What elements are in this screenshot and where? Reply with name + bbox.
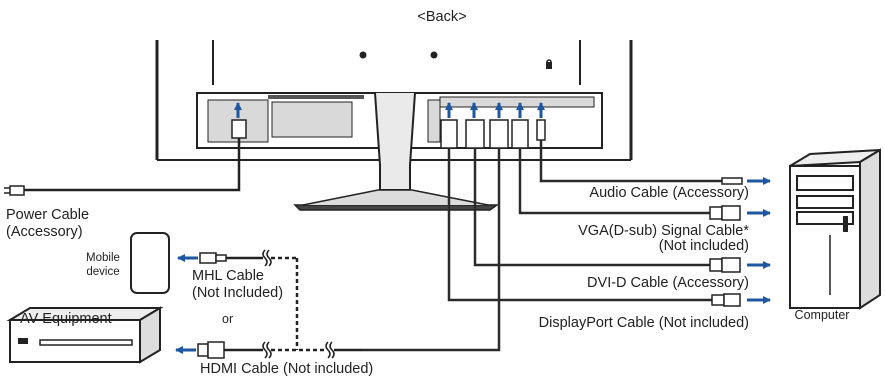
monitor-back [155, 40, 633, 211]
mhl-cable-label: MHL Cable [192, 268, 264, 284]
mhl-cable [177, 249, 299, 350]
av-equipment-icon [6, 306, 164, 364]
audio-cable-label: Audio Cable (Accessory) [589, 185, 749, 201]
computer-arrows [747, 177, 771, 304]
back-title: <Back> [417, 9, 466, 25]
mobile-device-label: Mobile [86, 252, 120, 264]
screw-hole [430, 51, 438, 59]
or-label: or [222, 312, 233, 326]
dvi-cable-label: DVI-D Cable (Accessory) [587, 275, 749, 291]
lock-slot-icon [546, 62, 552, 69]
computer-connectors [709, 177, 743, 307]
vga-cable-note: (Not included) [659, 238, 749, 254]
vent-strip [268, 95, 364, 99]
hdmi-cable [175, 341, 362, 359]
hdmi-cable-label: HDMI Cable (Not included) [200, 361, 373, 377]
computer-tower-icon [789, 148, 881, 310]
power-cable [4, 119, 247, 196]
power-cable-accessory-label: (Accessory) [6, 224, 83, 240]
displayport-cable-label: DisplayPort Cable (Not included) [539, 315, 749, 331]
mobile-device-icon [130, 232, 170, 294]
vga-cable-label: VGA(D-sub) Signal Cable* [578, 223, 749, 239]
mhl-cable-note: (Not Included) [192, 285, 283, 301]
signal-cables [362, 140, 722, 352]
port-arrows [234, 102, 545, 118]
screw-hole [359, 51, 367, 59]
av-equipment-label: AV Equipment [20, 311, 112, 327]
computer-label: Computer [795, 308, 850, 322]
power-cable-label: Power Cable [6, 207, 89, 223]
mobile-device-label-2: device [86, 266, 119, 278]
monitor-connectors [440, 119, 546, 149]
